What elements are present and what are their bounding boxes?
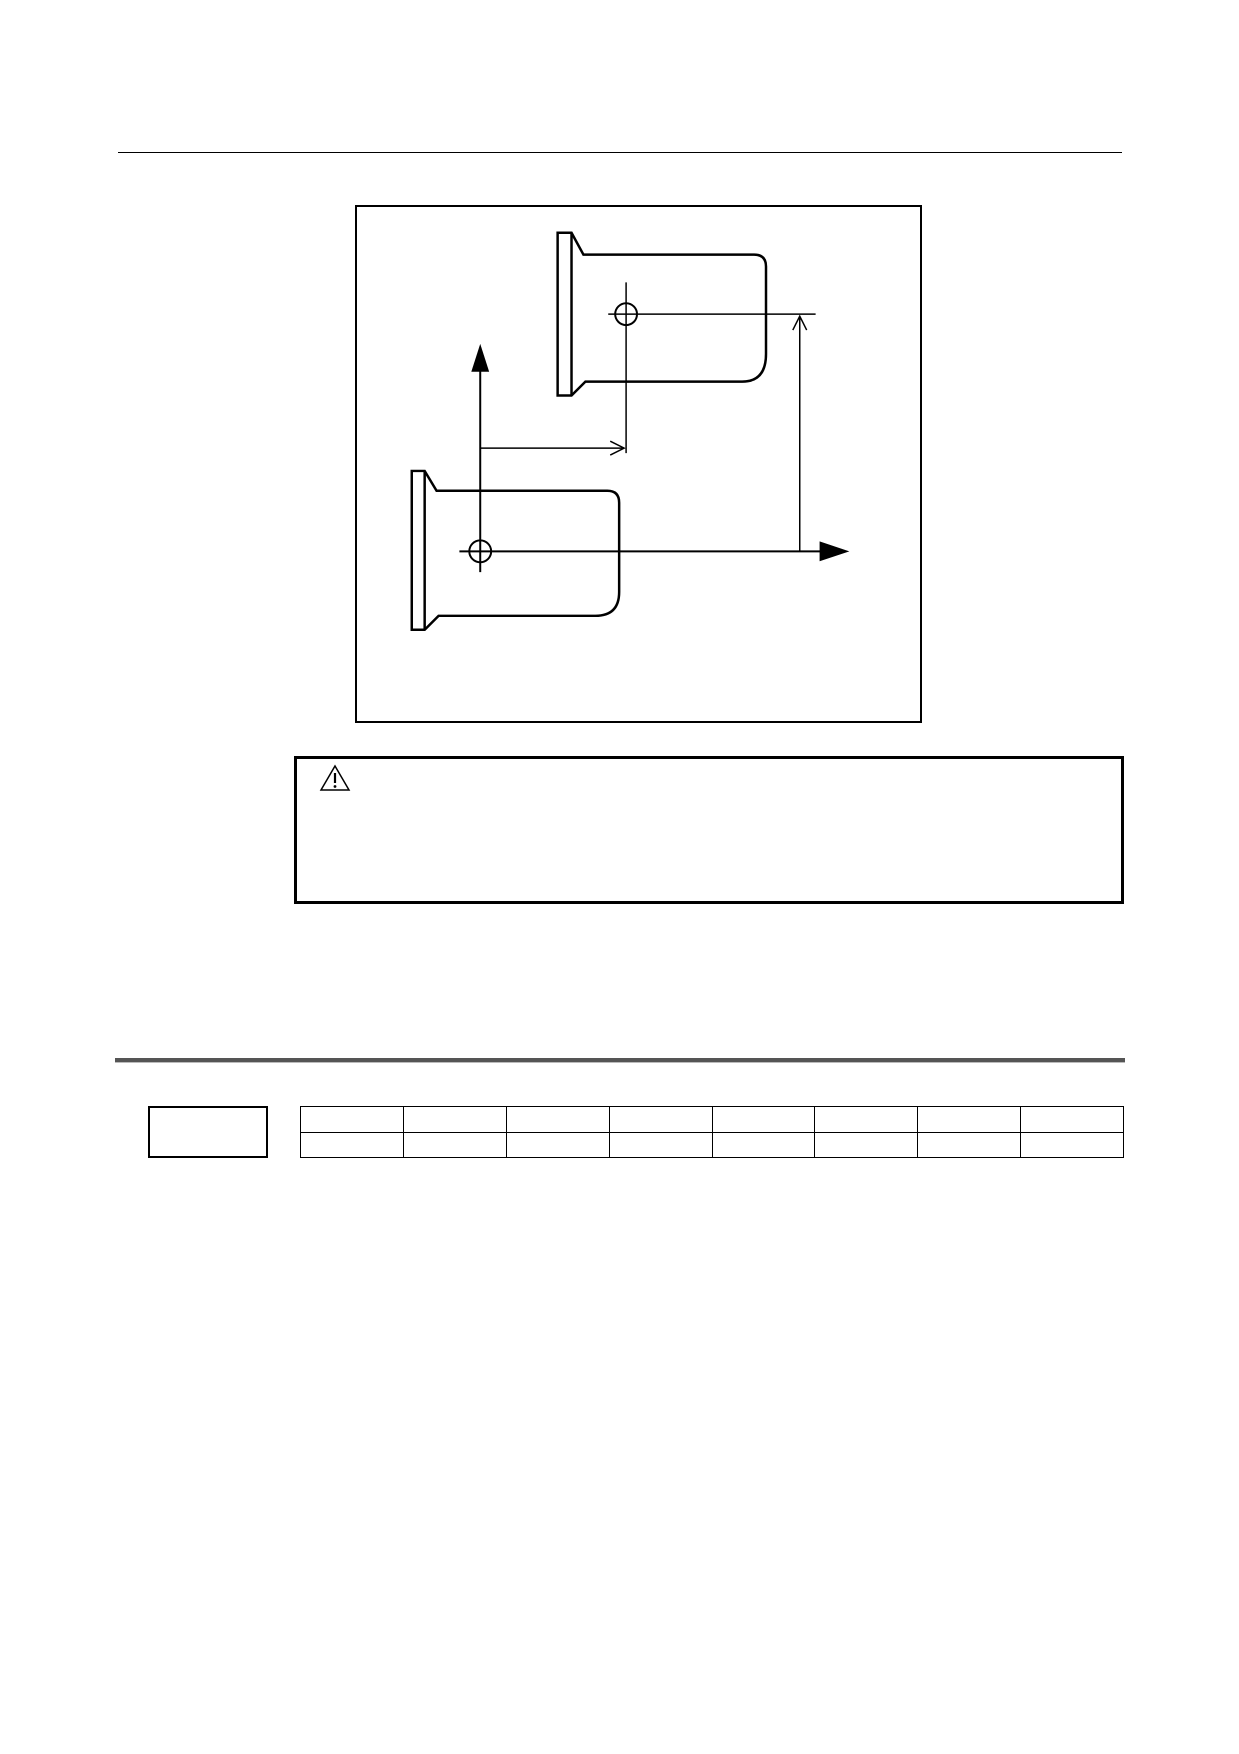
bit-name-cell bbox=[1020, 1131, 1124, 1158]
header-rule bbox=[118, 152, 1122, 153]
bit-name-cell bbox=[402, 1131, 507, 1158]
x-axis-arrowhead bbox=[819, 541, 850, 562]
workpiece-diagram bbox=[410, 231, 850, 631]
workpiece-figure bbox=[355, 205, 922, 723]
bit-number-cell bbox=[814, 1106, 919, 1133]
bit-name-cell bbox=[814, 1131, 919, 1158]
upper-workpiece-outline bbox=[556, 231, 768, 397]
caution-box bbox=[294, 756, 1124, 904]
bit-number-cell bbox=[402, 1106, 507, 1133]
bit-number-cell bbox=[711, 1106, 816, 1133]
warning-triangle-icon bbox=[319, 764, 351, 791]
bit-number-cell bbox=[1020, 1106, 1124, 1133]
lower-workpiece bbox=[410, 469, 621, 631]
bit-name-cell bbox=[300, 1131, 404, 1158]
bit-name-cell bbox=[505, 1131, 610, 1158]
bit-name-row bbox=[300, 1131, 1124, 1158]
bit-number-cell bbox=[608, 1106, 713, 1133]
bit-number-row bbox=[300, 1106, 1124, 1133]
upper-workpiece bbox=[556, 231, 768, 397]
section-divider bbox=[115, 1058, 1125, 1063]
bit-name-cell bbox=[711, 1131, 816, 1158]
y-offset-arrowhead bbox=[792, 314, 808, 331]
x-offset-arrowhead bbox=[609, 440, 626, 456]
parameter-bit-table bbox=[300, 1106, 1124, 1158]
y-axis-arrowhead bbox=[471, 343, 490, 372]
bit-name-cell bbox=[917, 1131, 1022, 1158]
parameter-number-box bbox=[148, 1106, 268, 1158]
bit-number-cell bbox=[505, 1106, 610, 1133]
bit-number-cell bbox=[300, 1106, 404, 1133]
bit-number-cell bbox=[917, 1106, 1022, 1133]
lower-workpiece-outline bbox=[410, 469, 621, 631]
bit-name-cell bbox=[608, 1131, 713, 1158]
